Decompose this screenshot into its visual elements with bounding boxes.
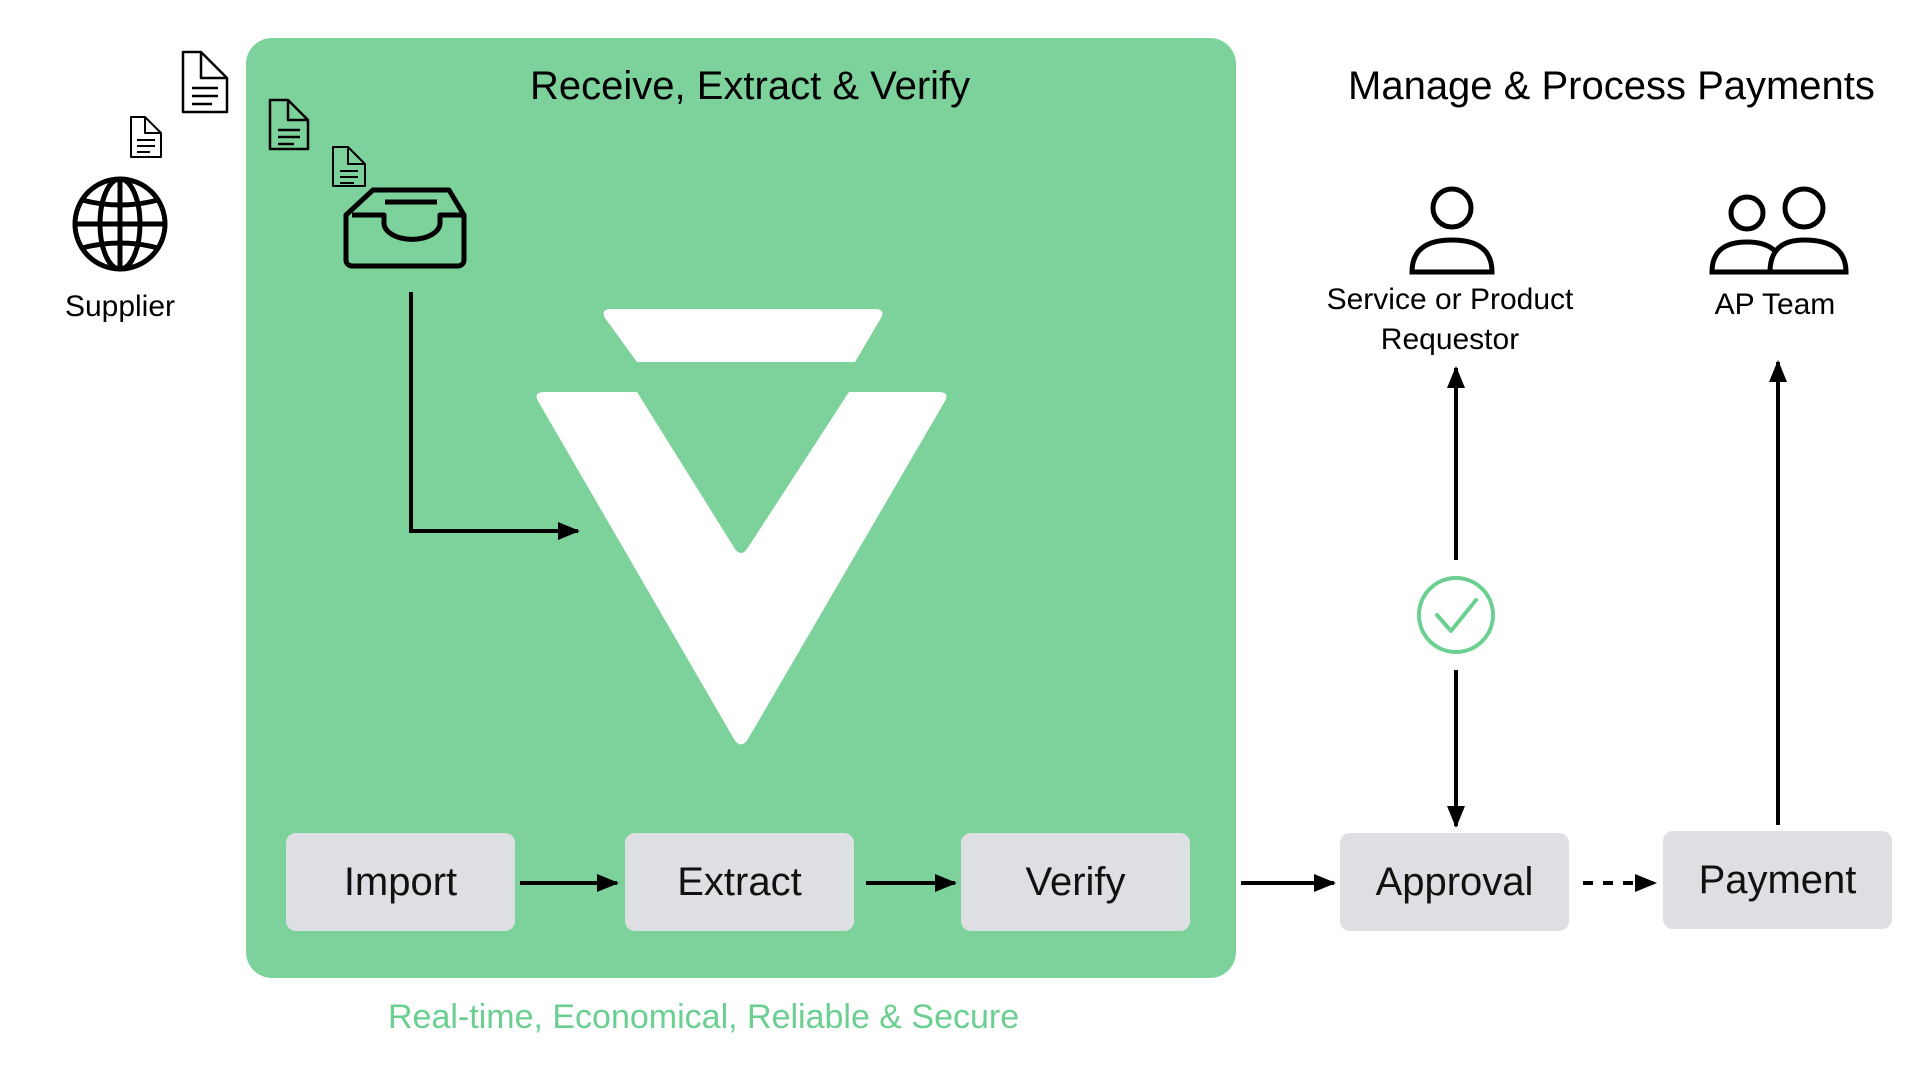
inbox-tray-icon bbox=[343, 187, 467, 269]
right-section-title: Manage & Process Payments bbox=[1348, 64, 1875, 108]
requestor-label: Service or Product Requestor bbox=[1290, 280, 1610, 360]
requestor-label-line-1: Service or Product bbox=[1326, 283, 1574, 316]
inbox-to-logo-arrow bbox=[409, 292, 580, 540]
document-icon bbox=[181, 50, 229, 114]
document-icon bbox=[332, 146, 366, 187]
tagline: Real-time, Economical, Reliable & Secure bbox=[388, 998, 1020, 1036]
logo-v-icon bbox=[536, 309, 947, 745]
panel-title: Receive, Extract & Verify bbox=[530, 64, 971, 108]
requestor-label-line-2: Requestor bbox=[1380, 323, 1520, 356]
supplier-label: Supplier bbox=[64, 290, 176, 323]
ap-team-label: AP Team bbox=[1714, 288, 1836, 321]
verify-step-box[interactable]: Verify bbox=[961, 833, 1190, 931]
document-icon bbox=[130, 116, 162, 158]
globe-icon bbox=[72, 176, 168, 272]
extract-step-box[interactable]: Extract bbox=[625, 833, 854, 931]
import-step-box[interactable]: Import bbox=[286, 833, 515, 931]
approval-step-box[interactable]: Approval bbox=[1340, 833, 1569, 931]
check-circle-icon bbox=[1417, 576, 1495, 654]
document-icon bbox=[268, 98, 310, 151]
payment-step-box[interactable]: Payment bbox=[1663, 831, 1892, 929]
person-icon bbox=[1409, 186, 1495, 275]
people-icon bbox=[1709, 186, 1849, 275]
